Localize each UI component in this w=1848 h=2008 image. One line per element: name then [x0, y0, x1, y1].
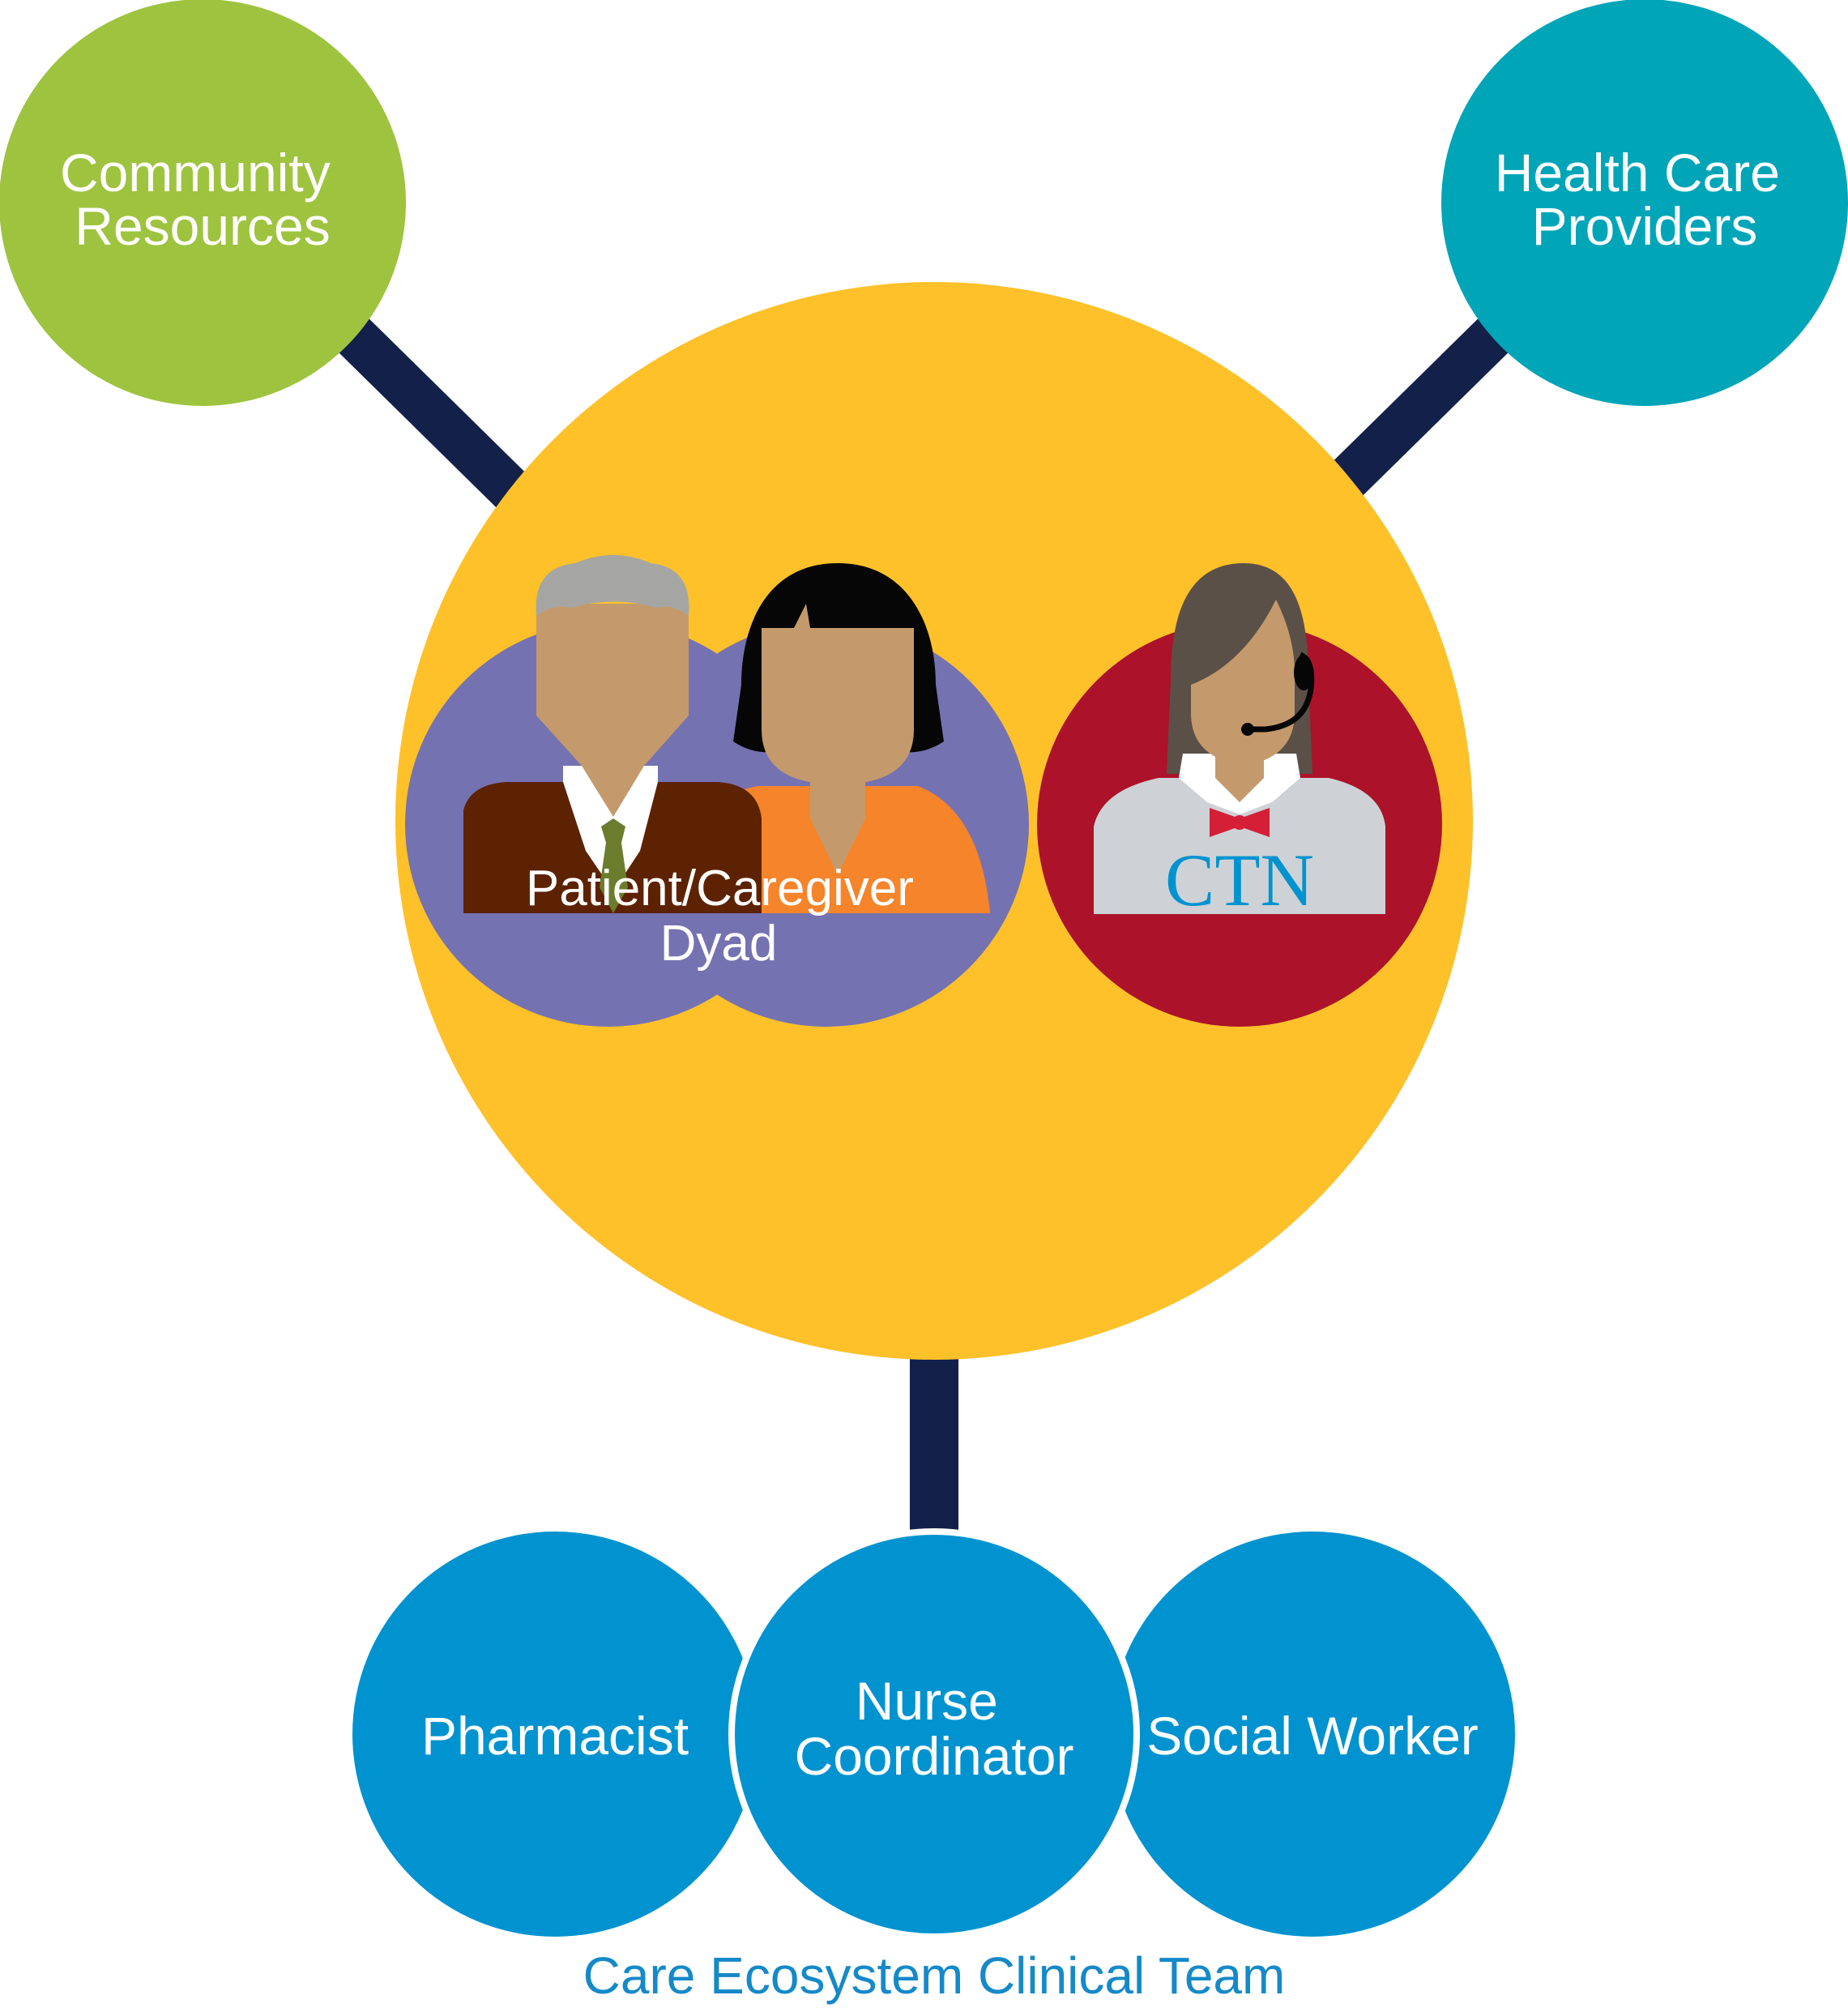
health-care-providers-node: Health Care Providers [1441, 0, 1848, 406]
nurse-label-line-2: Coordinator [795, 1726, 1074, 1786]
patient-head [536, 604, 689, 817]
svg-text:Community Resources: Community Resources [60, 143, 345, 256]
dyad-label-line-1: Patient/Caregiver [526, 861, 914, 916]
svg-text:Patient/Caregiver Dyad: Patient/Caregiver Dyad [526, 861, 928, 972]
caregiver-avatar [689, 563, 990, 913]
providers-label-line-2: Providers [1532, 196, 1758, 256]
caregiver-neck [810, 778, 865, 875]
ctn-face [1191, 600, 1295, 766]
providers-label-line-1: Health Care [1495, 143, 1780, 203]
ctn-node: CTN [1037, 563, 1442, 1027]
community-resources-node: Community Resources [0, 0, 406, 406]
nurse-label-line-1: Nurse [856, 1671, 998, 1731]
ctn-mic [1241, 723, 1254, 736]
bow-tie-knot [1232, 815, 1247, 830]
community-label-line-2: Resources [75, 196, 330, 256]
caregiver-face [762, 604, 914, 784]
svg-text:Health Care Providers: Health Care Providers [1495, 143, 1795, 256]
patient-avatar [463, 555, 762, 913]
patient-caregiver-dyad: Patient/Caregiver Dyad [405, 555, 1029, 1027]
svg-text:Nurse Coordinator: Nurse Coordinator [795, 1671, 1074, 1786]
dyad-label-line-2: Dyad [660, 916, 778, 972]
svg-text:Social Worker: Social Worker [1146, 1706, 1479, 1766]
pharmacist-circle [352, 1532, 758, 1937]
care-team: Pharmacist Nurse Coordinator Social Work… [352, 1528, 1515, 2005]
svg-text:Pharmacist: Pharmacist [421, 1706, 689, 1766]
ctn-shirt [1094, 778, 1385, 914]
ctn-earpiece [1294, 655, 1313, 690]
care-team-title: Care Ecosystem Clinical Team [583, 1946, 1286, 2005]
social-worker-label: Social Worker [1146, 1706, 1479, 1766]
community-label-line-1: Community [60, 143, 331, 203]
nurse-coordinator-circle [728, 1528, 1140, 1940]
social-worker-circle [1110, 1532, 1515, 1937]
pharmacist-label: Pharmacist [421, 1706, 689, 1766]
patient-tie [600, 818, 628, 913]
ctn-badge: CTN [1165, 839, 1314, 921]
patient-hair [536, 555, 689, 616]
